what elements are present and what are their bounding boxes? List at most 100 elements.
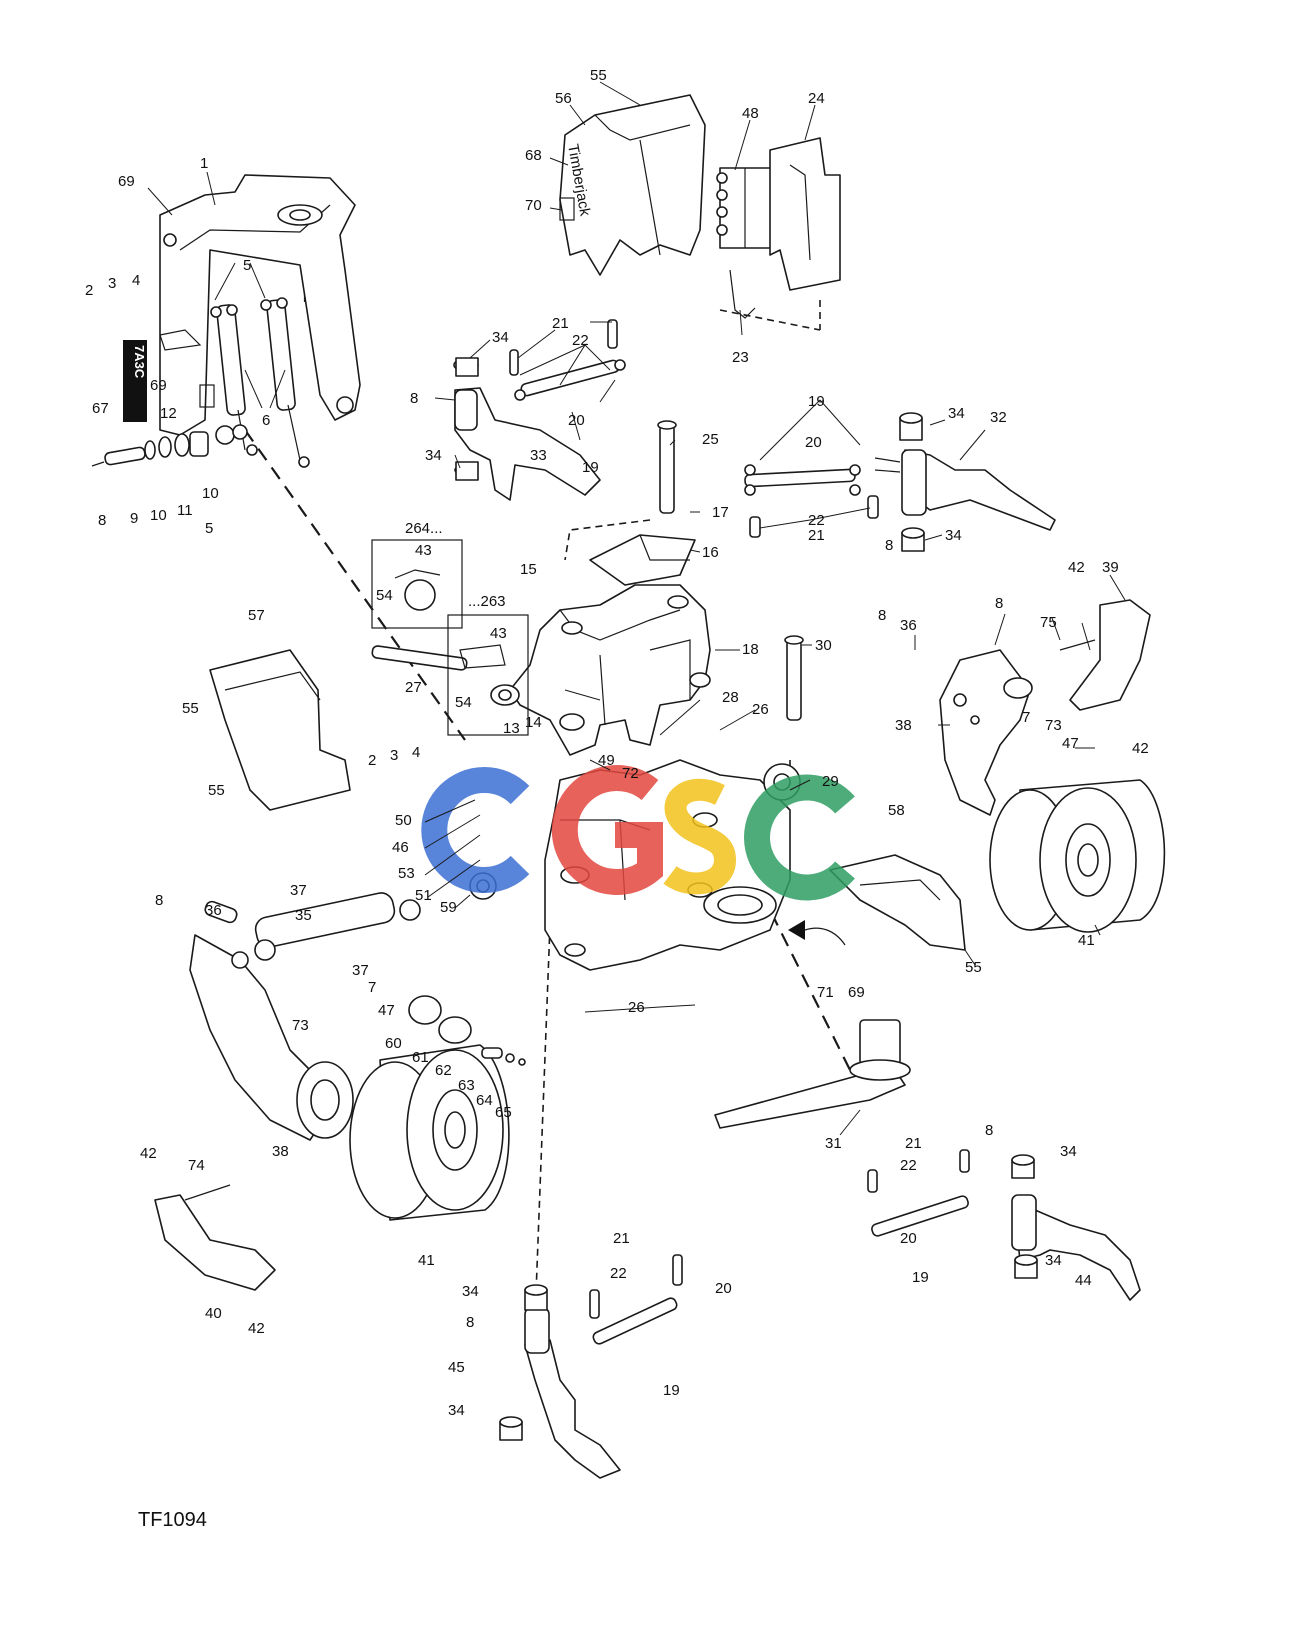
callout-40: 40 xyxy=(205,1305,222,1322)
callout-69: 69 xyxy=(118,173,135,190)
callout-54: 54 xyxy=(455,694,472,711)
callout-20: 20 xyxy=(805,434,822,451)
guard-39 xyxy=(1059,599,1151,711)
callout-54: 54 xyxy=(376,587,393,604)
callout-22: 22 xyxy=(572,332,589,349)
arm-32 xyxy=(874,412,1056,552)
callout-63: 63 xyxy=(458,1077,475,1094)
steering-arm-31 xyxy=(714,1019,911,1129)
callout-8: 8 xyxy=(466,1314,474,1331)
cover-16 xyxy=(589,534,696,586)
link-20-bottom-right xyxy=(867,1149,970,1237)
callout-263: ...263 xyxy=(468,593,506,610)
callout-22: 22 xyxy=(808,512,825,529)
callout-16: 16 xyxy=(702,544,719,561)
callout-38: 38 xyxy=(895,717,912,734)
callout-8: 8 xyxy=(410,390,418,407)
callout-62: 62 xyxy=(435,1062,452,1079)
callout-51: 51 xyxy=(415,887,432,904)
callout-22: 22 xyxy=(900,1157,917,1174)
callout-34: 34 xyxy=(425,447,442,464)
callout-55: 55 xyxy=(208,782,225,799)
hub-38-left xyxy=(189,934,354,1141)
watermark-c1 xyxy=(421,767,530,893)
watermark-c2 xyxy=(744,774,855,901)
callout-42: 42 xyxy=(1132,740,1149,757)
callout-8: 8 xyxy=(885,537,893,554)
callout-70: 70 xyxy=(525,197,542,214)
guard-57 xyxy=(209,649,351,811)
callout-labels: 1 69 2 3 4 5 6 69 67 12 8 9 10 11 10 5 5… xyxy=(85,67,1149,1419)
callout-18: 18 xyxy=(742,641,759,658)
callout-30: 30 xyxy=(815,637,832,654)
callout-48: 48 xyxy=(742,105,759,122)
cylinder-35 xyxy=(204,892,421,961)
callout-53: 53 xyxy=(398,865,415,882)
callout-43: 43 xyxy=(490,625,507,642)
callout-4: 4 xyxy=(132,272,140,289)
callout-7: 7 xyxy=(1022,709,1030,726)
callout-43: 43 xyxy=(415,542,432,559)
callout-6: 6 xyxy=(262,412,270,429)
callout-9: 9 xyxy=(130,510,138,527)
lift-frame-part xyxy=(159,174,361,436)
pin-27 xyxy=(371,645,468,671)
callout-27: 27 xyxy=(405,679,422,696)
direction-arrow xyxy=(788,920,805,940)
callout-47: 47 xyxy=(378,1002,395,1019)
callout-23: 23 xyxy=(732,349,749,366)
callout-20: 20 xyxy=(900,1230,917,1247)
callout-31: 31 xyxy=(825,1135,842,1152)
callout-15: 15 xyxy=(520,561,537,578)
callout-47: 47 xyxy=(1062,735,1079,752)
watermark-cgsc xyxy=(421,765,855,901)
callout-24: 24 xyxy=(808,90,825,107)
arm-33 xyxy=(453,357,601,501)
hub-38-right xyxy=(939,649,1033,816)
callout-32: 32 xyxy=(990,409,1007,426)
arm-44 xyxy=(1011,1154,1141,1301)
callout-19: 19 xyxy=(663,1382,680,1399)
callout-55: 55 xyxy=(590,67,607,84)
callout-69: 69 xyxy=(848,984,865,1001)
callout-21: 21 xyxy=(905,1135,922,1152)
wheel-41-right xyxy=(989,779,1166,933)
callout-37: 37 xyxy=(352,962,369,979)
callout-60: 60 xyxy=(385,1035,402,1052)
callout-33: 33 xyxy=(530,447,547,464)
callout-34: 34 xyxy=(945,527,962,544)
callout-44: 44 xyxy=(1075,1272,1092,1289)
callout-58: 58 xyxy=(888,802,905,819)
direction-arrow-tail xyxy=(804,927,846,946)
callout-36: 36 xyxy=(205,902,222,919)
callout-2: 2 xyxy=(368,752,376,769)
group-box-263 xyxy=(447,614,529,736)
callout-21: 21 xyxy=(808,527,825,544)
callout-22: 22 xyxy=(610,1265,627,1282)
callout-34: 34 xyxy=(462,1283,479,1300)
callout-72: 72 xyxy=(622,765,639,782)
pivot-pin-stack xyxy=(91,424,248,467)
callout-20: 20 xyxy=(715,1280,732,1297)
bracket-24 xyxy=(769,137,841,291)
callout-57: 57 xyxy=(248,607,265,624)
callout-55: 55 xyxy=(965,959,982,976)
callout-42: 42 xyxy=(248,1320,265,1337)
callout-38: 38 xyxy=(272,1143,289,1160)
hood-56: Timberjack xyxy=(559,94,706,276)
callout-10: 10 xyxy=(150,507,167,524)
callout-73: 73 xyxy=(1045,717,1062,734)
arm-45 xyxy=(499,1284,621,1479)
callout-5: 5 xyxy=(243,257,251,274)
callout-74: 74 xyxy=(188,1157,205,1174)
callout-8: 8 xyxy=(985,1122,993,1139)
callout-49: 49 xyxy=(598,752,615,769)
callout-2: 2 xyxy=(85,282,93,299)
link-20-top xyxy=(509,319,626,401)
callout-25: 25 xyxy=(702,431,719,448)
callout-11: 11 xyxy=(177,502,193,519)
decal-text: 7A3C xyxy=(132,345,147,379)
callout-59: 59 xyxy=(440,899,457,916)
callout-71: 71 xyxy=(817,984,834,1001)
callout-34: 34 xyxy=(448,1402,465,1419)
